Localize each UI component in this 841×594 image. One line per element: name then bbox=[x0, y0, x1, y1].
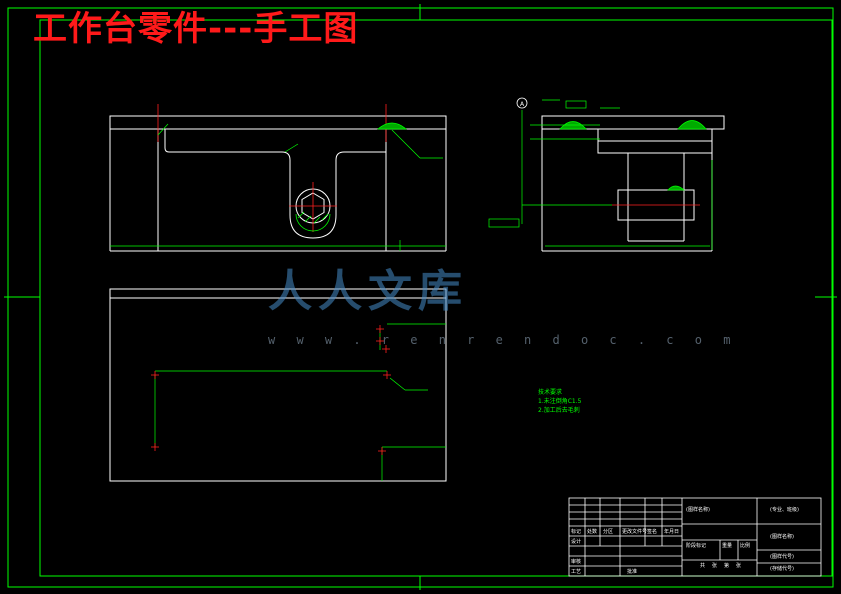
datum-label: A bbox=[520, 101, 525, 108]
title-block-part-name: (图样名称) bbox=[770, 534, 794, 540]
tb-header-cell: 年月日 bbox=[664, 529, 680, 535]
tb-row-label: 审核 bbox=[571, 559, 582, 565]
title-block-storage-number: (存储代号) bbox=[770, 566, 794, 572]
tech-req-item: 2.加工后去毛刺 bbox=[538, 407, 580, 414]
sheet-frame bbox=[4, 4, 837, 590]
front-view bbox=[109, 104, 447, 252]
title-block-drawing-number: (图样代号) bbox=[770, 554, 794, 560]
tb-row-label: 设计 bbox=[571, 539, 582, 545]
drawing-title: 工作台零件---手工图 bbox=[33, 9, 359, 49]
top-view bbox=[109, 288, 447, 482]
tb-sheet-label: 张 bbox=[736, 563, 742, 569]
tb-sheet-label: 共 bbox=[700, 563, 706, 569]
datum-marker: A bbox=[516, 97, 528, 109]
front-view-hatch bbox=[295, 122, 408, 232]
tb-header-cell: 签名 bbox=[647, 529, 658, 535]
tech-req-item: 1.未注倒角C1.5 bbox=[538, 398, 582, 405]
tb-header-cell: 分区 bbox=[603, 529, 614, 535]
title-block-school: (专业、班级) bbox=[770, 507, 799, 513]
tb-approve-label: 批准 bbox=[627, 569, 638, 575]
side-view: A bbox=[488, 97, 725, 252]
tb-sheet-label: 张 bbox=[712, 563, 718, 569]
tb-sheet-label: 第 bbox=[724, 563, 730, 569]
title-block-design-name: (图样名称) bbox=[686, 507, 710, 513]
tb-stage-label: 比例 bbox=[740, 543, 751, 549]
watermark-url: w w w . r e n r e n d o c . c o m bbox=[268, 333, 738, 347]
watermark-text: 人人文库 bbox=[268, 266, 468, 317]
technical-requirements: 技术要求 1.未注倒角C1.5 2.加工后去毛刺 bbox=[538, 388, 581, 415]
tb-stage-label: 阶段标记 bbox=[686, 543, 707, 549]
tb-header-cell: 更改文件号 bbox=[622, 529, 648, 535]
tb-stage-label: 重量 bbox=[722, 543, 733, 549]
tb-row-label: 工艺 bbox=[571, 569, 582, 575]
tb-header-cell: 处数 bbox=[587, 529, 598, 535]
tech-req-heading: 技术要求 bbox=[538, 389, 563, 396]
title-block-lines bbox=[568, 497, 822, 577]
tb-header-cell: 标记 bbox=[571, 529, 582, 535]
